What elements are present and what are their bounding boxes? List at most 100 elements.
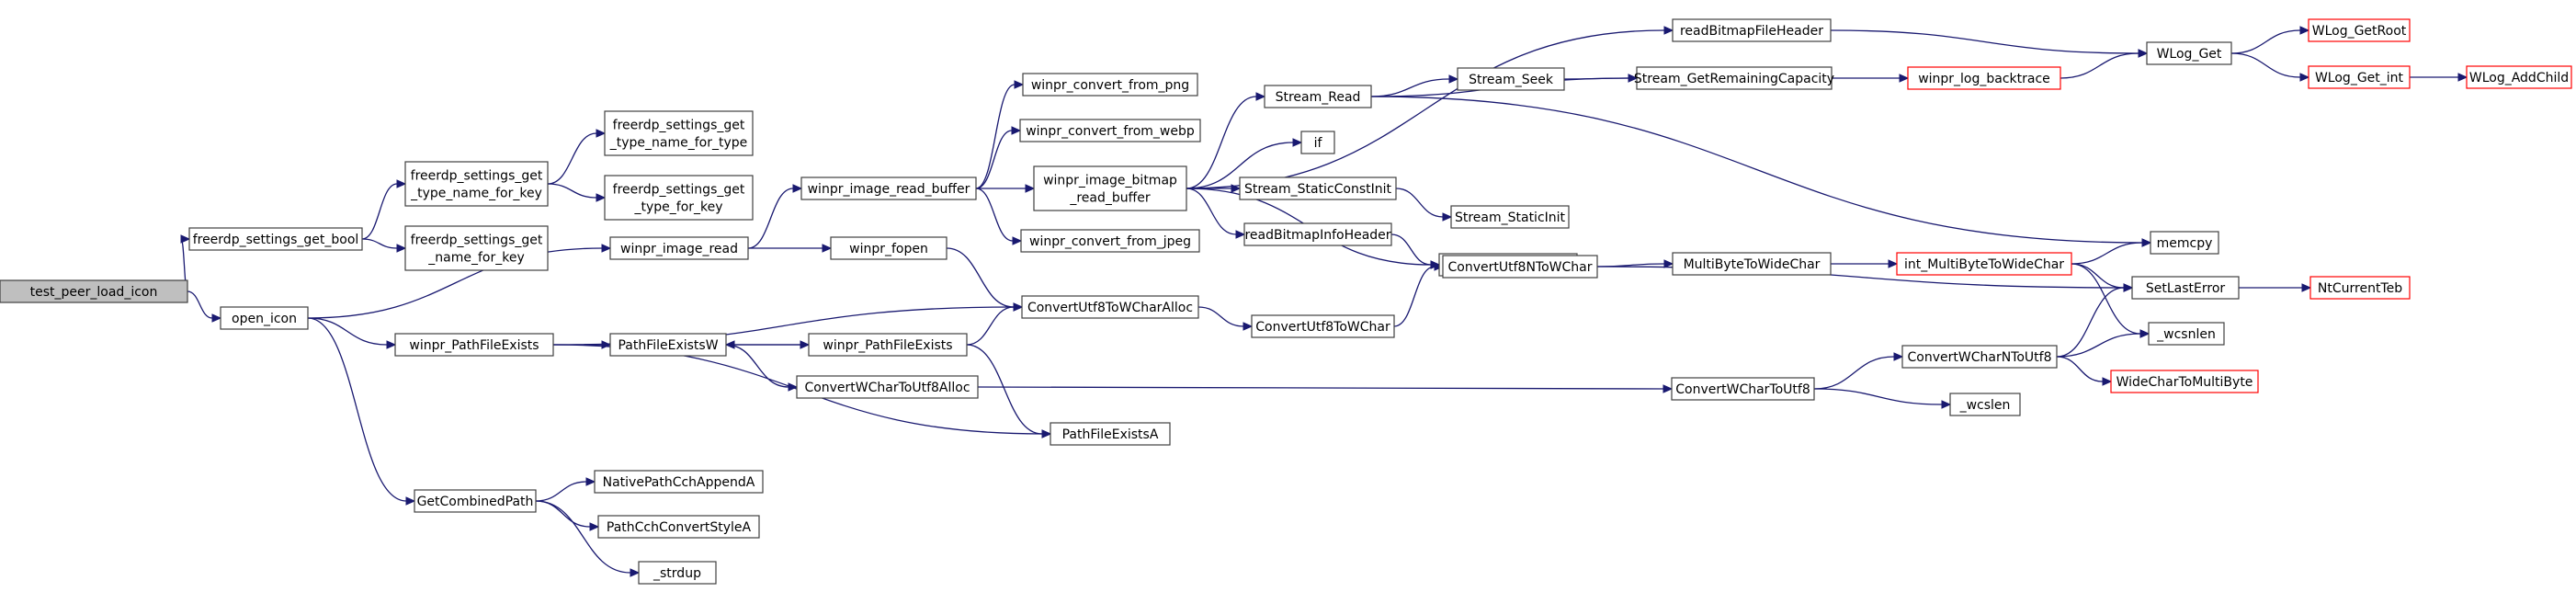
node-box <box>1450 205 1570 229</box>
node-label: Stream_StaticInit <box>1455 211 1566 225</box>
node-label: _type_for_key <box>633 200 722 215</box>
node-label: freerdp_settings_get <box>613 183 745 198</box>
node-label: winpr_PathFileExists <box>823 338 952 353</box>
node-winpr-image-bitmap-read-buffer[interactable]: winpr_image_bitmap_read_buffer <box>1033 165 1187 211</box>
node-freerdp-settings-get-type-name-for-type[interactable]: freerdp_settings_get_type_name_for_type <box>604 110 754 156</box>
node-winpr-image-read[interactable]: winpr_image_read <box>609 236 749 260</box>
node-setlasterror[interactable]: SetLastError <box>2131 276 2240 300</box>
node-box <box>597 515 760 539</box>
node--wcsnlen[interactable]: _wcsnlen <box>2148 322 2225 346</box>
node-freerdp-settings-get-name-for-key[interactable]: freerdp_settings_get_name_for_key <box>404 225 549 271</box>
node-box <box>1251 314 1395 338</box>
node-getcombinedpath[interactable]: GetCombinedPath <box>414 489 537 513</box>
node-winpr-fopen[interactable]: winpr_fopen <box>830 236 948 260</box>
node-int-multibytetowidechar[interactable]: int_MultiByteToWideChar <box>1896 252 2072 276</box>
node-readbitmapfileheader[interactable]: readBitmapFileHeader <box>1672 18 1832 42</box>
node-label: memcpy <box>2157 236 2213 251</box>
node-winpr-log-backtrace[interactable]: winpr_log_backtrace <box>1907 66 2061 90</box>
node-memcpy[interactable]: memcpy <box>2150 231 2219 255</box>
node-label: WideCharToMultiByte <box>2116 375 2253 390</box>
node-multibytetowidechar[interactable]: MultiByteToWideChar <box>1672 252 1832 276</box>
node-box <box>220 306 309 330</box>
edge-winpr-image-read-buffer-to-winpr-convert-from-jpeg <box>975 188 1023 245</box>
node-label: SetLastError <box>2146 281 2226 296</box>
node-box <box>2146 41 2232 65</box>
node-label: winpr_image_bitmap <box>1043 174 1177 188</box>
node-winpr-convert-from-webp[interactable]: winpr_convert_from_webp <box>1019 119 1201 142</box>
node-freerdp-settings-get-type-for-key[interactable]: freerdp_settings_get _type_for_key <box>604 175 754 221</box>
node-winpr-pathfileexists2[interactable]: winpr_PathFileExists <box>808 333 968 357</box>
node-box <box>1896 252 2072 276</box>
node-wlog-addchild[interactable]: WLog_AddChild <box>2466 65 2572 89</box>
node-box <box>1442 255 1598 279</box>
node-if[interactable]: if <box>1300 131 1335 154</box>
edge-multibytetowidechar-to-int-multibytetowidechar <box>1831 259 1899 268</box>
node-freerdp-settings-get-bool[interactable]: freerdp_settings_get_bool <box>188 227 363 251</box>
node-convertwcharntoutf8[interactable]: ConvertWCharNToUtf8 <box>1901 345 2058 369</box>
node-test-peer-load-icon[interactable]: test_peer_load_icon <box>0 279 188 303</box>
node-stream-staticinit[interactable]: Stream_StaticInit <box>1450 205 1570 229</box>
node-stream-staticconstinit[interactable]: Stream_StaticConstInit <box>1239 176 1397 200</box>
node-stream-getremainingcapacity[interactable]: Stream_GetRemainingCapacity <box>1634 66 1834 90</box>
node-pathfileexistsa[interactable]: PathFileExistsA <box>1050 422 1171 446</box>
node-label: open_icon <box>232 312 297 326</box>
node-label: NativePathCchAppendA <box>603 475 755 490</box>
node-box <box>1671 377 1815 401</box>
edge-wlog-get-int-to-wlog-addchild <box>2410 73 2468 82</box>
edge-int-multibytetowidechar-to--wcsnlen <box>2071 263 2150 338</box>
edge-readbitmapfileheader-to-wlog-get <box>1830 29 2149 58</box>
node-convertwchartoutf8alloc[interactable]: ConvertWCharToUtf8Alloc <box>796 375 979 399</box>
node-pathcchconvertstylea[interactable]: PathCchConvertStyleA <box>597 515 760 539</box>
node-ntcurrentteb[interactable]: NtCurrentTeb <box>2309 276 2411 300</box>
edge-int-multibytetowidechar-to-memcpy <box>2071 238 2152 265</box>
node-label: ConvertWCharToUtf8Alloc <box>804 381 970 395</box>
node-convertutf8towchar[interactable]: ConvertUtf8ToWChar <box>1251 314 1395 338</box>
node-box <box>1672 252 1832 276</box>
node-box <box>394 333 554 357</box>
node--wcslen[interactable]: _wcslen <box>1949 393 2021 416</box>
node--strdup[interactable]: _strdup <box>638 561 717 585</box>
node-box <box>1264 85 1372 108</box>
node-stream-seek[interactable]: Stream_Seek <box>1457 67 1565 91</box>
node-label: freerdp_settings_get <box>613 119 745 133</box>
node-winpr-convert-from-jpeg[interactable]: winpr_convert_from_jpeg <box>1020 229 1200 253</box>
edge-winpr-image-read-to-winpr-image-read-buffer <box>747 184 803 249</box>
node-pathfileexistsw[interactable]: PathFileExistsW <box>609 333 727 357</box>
node-readbitmapinfoheader[interactable]: readBitmapInfoHeader <box>1243 222 1392 246</box>
node-box <box>188 227 363 251</box>
node-label: winpr_image_read_buffer <box>808 182 970 197</box>
node-label: ConvertUtf8ToWChar <box>1255 320 1390 335</box>
node-label: readBitmapInfoHeader <box>1244 228 1390 243</box>
node-freerdp-settings-get-type-name-for-key[interactable]: freerdp_settings_get_type_name_for_key <box>404 161 549 207</box>
node-box <box>1457 67 1565 91</box>
node-winpr-pathfileexists[interactable]: winpr_PathFileExists <box>394 333 554 357</box>
node-winpr-image-read-buffer[interactable]: winpr_image_read_buffer <box>800 176 977 200</box>
node-box <box>609 333 727 357</box>
node-nativepathcchappenda[interactable]: NativePathCchAppendA <box>594 470 764 494</box>
node-label: freerdp_settings_get <box>411 233 543 248</box>
node-box <box>2131 276 2240 300</box>
edge-winpr-log-backtrace-to-wlog-get <box>2060 49 2149 79</box>
node-label: winpr_image_read <box>620 242 738 256</box>
node-convertutf8ntowchar[interactable]: ConvertUtf8NToWChar <box>1442 255 1598 279</box>
node-label: ConvertWCharToUtf8 <box>1675 382 1810 397</box>
node-box <box>1022 73 1198 97</box>
node-wlog-getroot[interactable]: WLog_GetRoot <box>2308 18 2411 42</box>
edge-getcombinedpath-to-nativepathcchappenda <box>535 477 596 502</box>
edge-readbitmapinfoheader-to-stream-getposition <box>1390 233 1441 269</box>
node-wlog-get-int[interactable]: WLog_Get_int <box>2308 65 2411 89</box>
node-widechartomultibyte[interactable]: WideCharToMultiByte <box>2110 370 2259 393</box>
node-convertwchartoutf8[interactable]: ConvertWCharToUtf8 <box>1671 377 1815 401</box>
node-convertutf8towcharalloc[interactable]: ConvertUtf8ToWCharAlloc <box>1021 295 1199 319</box>
node-wlog-get[interactable]: WLog_Get <box>2146 41 2232 65</box>
node-label: winpr_log_backtrace <box>1918 72 2050 86</box>
node-label: PathFileExistsA <box>1062 427 1159 442</box>
edge-freerdp-settings-get-bool-to-freerdp-settings-get-type-name-for-key <box>361 179 407 240</box>
edge-convertwcharntoutf8-to-setlasterror <box>2056 283 2134 358</box>
node-winpr-convert-from-png[interactable]: winpr_convert_from_png <box>1022 73 1198 97</box>
edge-winpr-image-bitmap-read-buffer-to-stream-read <box>1186 92 1266 189</box>
node-stream-read[interactable]: Stream_Read <box>1264 85 1372 108</box>
edge-stream-seek-to-stream-getremainingcapacity <box>1563 74 1639 83</box>
edge-convertutf8towcharalloc-to-convertutf8towchar <box>1197 306 1254 331</box>
node-open-icon[interactable]: open_icon <box>220 306 309 330</box>
